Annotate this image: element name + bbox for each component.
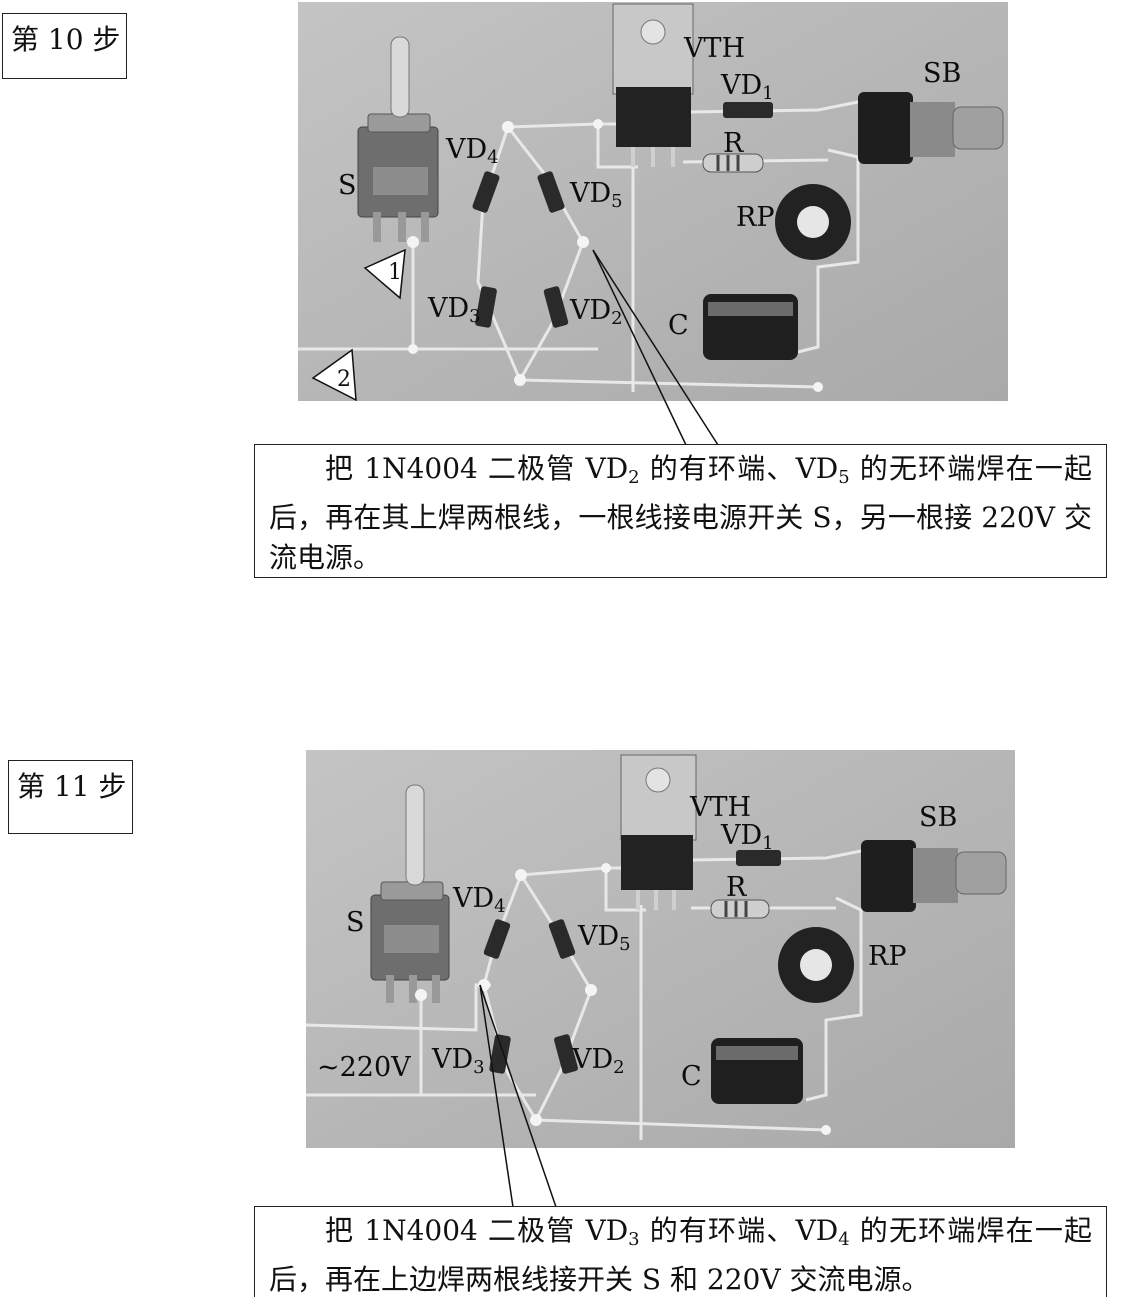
marker-1: 1 [388, 260, 402, 285]
label-vd3: VD3 [428, 293, 481, 327]
label-r-2: R [726, 872, 747, 903]
label-vth: VTH [684, 33, 746, 64]
step-10-caption: 把 1N4004 二极管 VD2 的有环端、VD5 的无环端焊在一起后，再在其上… [254, 444, 1107, 578]
label-vd3-2: VD3 [432, 1044, 485, 1078]
label-vth-2: VTH [690, 792, 752, 823]
label-vd5-2: VD5 [578, 921, 631, 955]
label-vd4: VD4 [446, 134, 499, 168]
label-vd1-2: VD1 [721, 820, 774, 854]
label-sb: SB [923, 58, 962, 89]
step-11-label: 第 11 步 [8, 760, 133, 834]
label-s-2: S [346, 907, 365, 938]
step-11-photo [306, 750, 1015, 1148]
label-vd2-2: VD2 [572, 1044, 625, 1078]
label-vd2: VD2 [570, 295, 623, 329]
step-10-label: 第 10 步 [2, 13, 127, 79]
label-c-2: C [681, 1061, 702, 1092]
label-r: R [723, 128, 744, 159]
label-c: C [668, 310, 689, 341]
label-vd1: VD1 [721, 70, 774, 104]
label-ac-220v: ~220V [317, 1052, 411, 1083]
marker-2: 2 [337, 367, 351, 392]
step-11-caption: 把 1N4004 二极管 VD3 的有环端、VD4 的无环端焊在一起后，再在上边… [254, 1206, 1107, 1297]
label-rp: RP [736, 202, 775, 233]
label-s: S [338, 170, 357, 201]
label-vd4-2: VD4 [453, 883, 506, 917]
label-rp-2: RP [868, 941, 907, 972]
step-10-photo [298, 2, 1008, 401]
label-vd5: VD5 [570, 178, 623, 212]
label-sb-2: SB [919, 802, 958, 833]
